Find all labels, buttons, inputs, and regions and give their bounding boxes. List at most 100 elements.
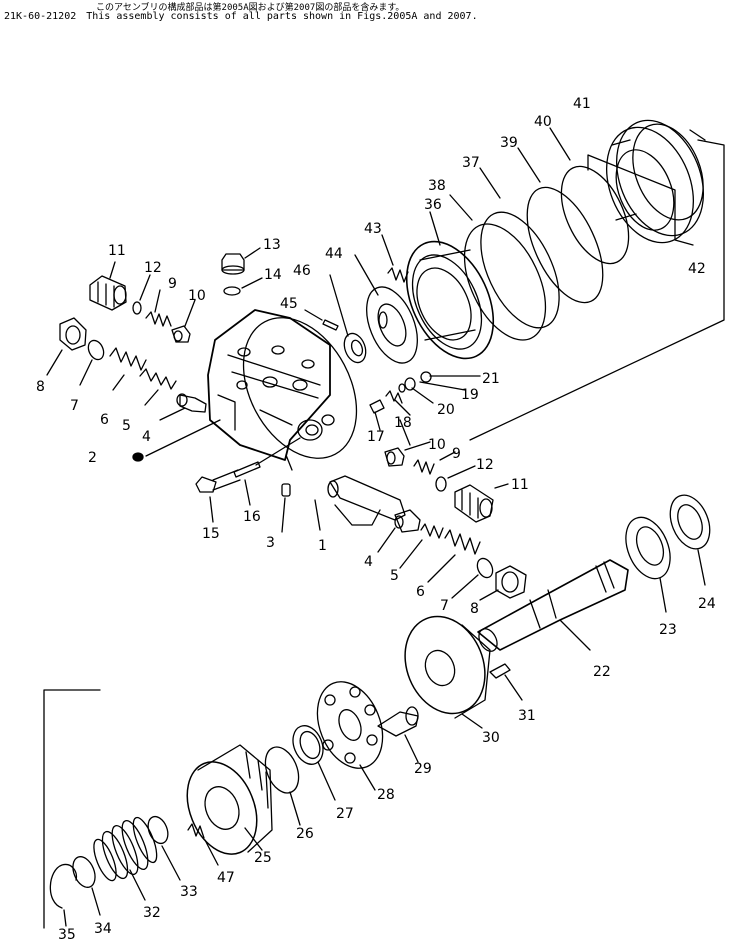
label-32: 32 <box>143 905 161 921</box>
part-12-ring-lower <box>435 476 447 492</box>
part-30-swash-plate <box>404 615 491 729</box>
label-27: 27 <box>336 806 354 822</box>
part-15-bolt <box>195 469 241 523</box>
part-20 <box>398 383 406 393</box>
label-29: 29 <box>414 761 432 777</box>
part-10-lower <box>384 441 431 467</box>
part-44-disk <box>354 254 418 364</box>
frame-lower-left <box>43 689 101 929</box>
label-43: 43 <box>364 221 382 237</box>
label-37: 37 <box>462 155 480 171</box>
part-21 <box>420 371 432 383</box>
part-22-shaft <box>477 559 629 652</box>
label-46: 46 <box>293 263 311 279</box>
part-16-pin <box>233 437 301 506</box>
japanese-note: このアセンブリの構成部品は第2005A図および第2007図の部品を含みます。 <box>96 3 405 13</box>
label-8a: 8 <box>36 379 45 395</box>
part-26-ring <box>264 746 300 794</box>
part-14-oring <box>223 286 241 296</box>
callout-labels: 1 2 3 4 4 5 5 6 6 7 7 8 8 9 9 10 10 11 1… <box>36 96 716 940</box>
part-4-upper <box>159 393 207 421</box>
label-39: 39 <box>500 135 518 151</box>
label-18: 18 <box>394 415 412 431</box>
part-6-spring-upper <box>109 347 147 371</box>
label-1: 1 <box>318 538 327 554</box>
label-9b: 9 <box>452 446 461 462</box>
part-41-42-plates <box>605 119 706 244</box>
part-10-upper <box>171 299 196 343</box>
part-9-spring-lower <box>413 459 435 475</box>
part-31-pin <box>489 663 511 679</box>
label-10b: 10 <box>428 437 446 453</box>
label-36: 36 <box>424 197 442 213</box>
label-47: 47 <box>217 870 235 886</box>
frame-upper-right <box>469 139 725 441</box>
label-30: 30 <box>482 730 500 746</box>
part-32-spring <box>93 816 158 901</box>
part-4-lower <box>394 509 421 533</box>
part-12-ring-upper <box>132 301 142 315</box>
label-11a: 11 <box>108 243 126 259</box>
part-43-spring <box>387 267 409 283</box>
label-14: 14 <box>264 267 282 283</box>
part-11-valve-upper <box>89 261 127 311</box>
part-40-ring <box>560 165 630 265</box>
part-13-plug <box>221 247 261 275</box>
part-5-spring-lower <box>420 523 444 539</box>
label-8b: 8 <box>470 601 479 617</box>
label-25: 25 <box>254 850 272 866</box>
part-number: 21K-60-21202 <box>4 11 77 22</box>
part-23-bearing <box>625 516 671 613</box>
part-47-spring <box>187 823 205 839</box>
frame-41-42 <box>587 154 694 246</box>
label-28: 28 <box>377 787 395 803</box>
part-spool <box>327 475 406 526</box>
label-4b: 4 <box>364 554 373 570</box>
label-6b: 6 <box>416 584 425 600</box>
label-40: 40 <box>534 114 552 130</box>
label-22: 22 <box>593 664 611 680</box>
label-44: 44 <box>325 246 343 262</box>
part-2-plug <box>132 419 221 462</box>
label-12a: 12 <box>144 260 162 276</box>
label-38: 38 <box>428 178 446 194</box>
part-7-oring-upper <box>87 339 105 361</box>
label-13: 13 <box>263 237 281 253</box>
part-6-spring-lower <box>444 529 481 555</box>
part-36-piston <box>405 211 495 360</box>
part-25-cylinder-block <box>186 744 273 855</box>
part-27-spring <box>292 725 336 801</box>
label-41: 41 <box>573 96 591 112</box>
label-15: 15 <box>202 526 220 542</box>
label-12b: 12 <box>476 457 494 473</box>
label-9a: 9 <box>168 276 177 292</box>
part-35-snap-ring <box>49 863 78 909</box>
label-45: 45 <box>280 296 298 312</box>
part-19 <box>404 377 416 391</box>
part-37-ring <box>480 211 560 329</box>
motor-housing <box>207 309 358 471</box>
label-34: 34 <box>94 921 112 937</box>
part-33-washer <box>147 815 169 845</box>
label-11b: 11 <box>511 477 529 493</box>
part-3-plug <box>281 483 291 533</box>
label-5a: 5 <box>122 418 131 434</box>
label-21: 21 <box>482 371 500 387</box>
label-7a: 7 <box>70 398 79 414</box>
part-38-ring <box>463 223 547 341</box>
part-8-plug-lower <box>495 565 527 599</box>
leader-1 <box>314 499 321 531</box>
label-10a: 10 <box>188 288 206 304</box>
label-5b: 5 <box>390 568 399 584</box>
label-20: 20 <box>437 402 455 418</box>
label-26: 26 <box>296 826 314 842</box>
label-16: 16 <box>243 509 261 525</box>
part-5-spring-upper <box>139 368 177 390</box>
label-23: 23 <box>659 622 677 638</box>
label-7b: 7 <box>440 598 449 614</box>
label-19: 19 <box>461 387 479 403</box>
part-45-pin <box>322 319 339 331</box>
part-8-plug-upper <box>46 317 87 376</box>
label-33: 33 <box>180 884 198 900</box>
